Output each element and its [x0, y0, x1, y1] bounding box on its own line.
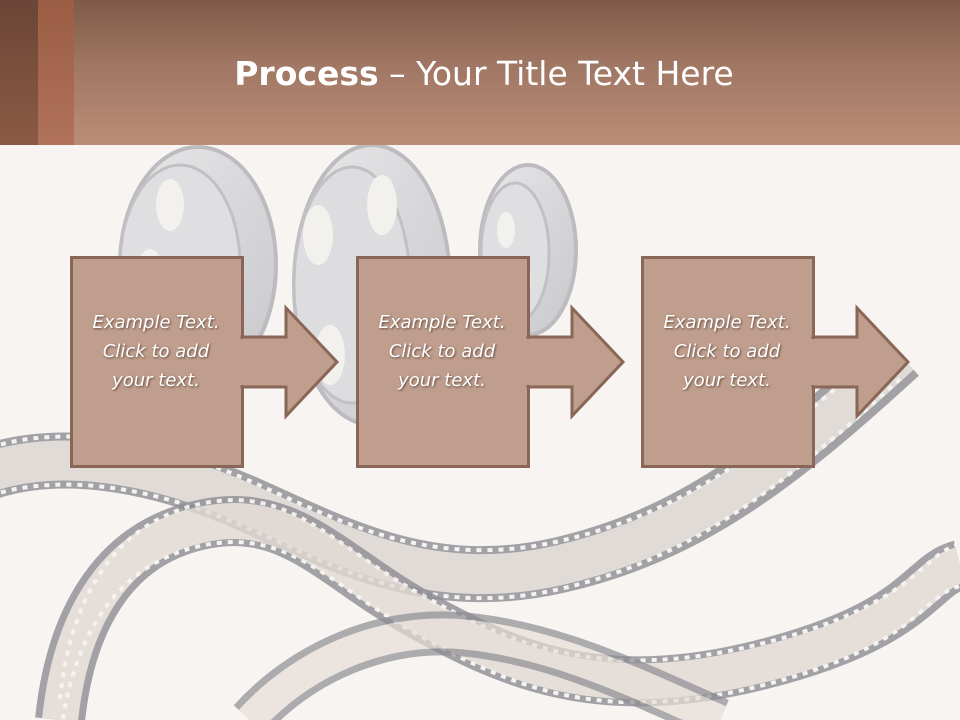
right-arrow-icon [811, 304, 911, 420]
slide-title[interactable]: Process – Your Title Text Here [74, 52, 894, 96]
film-strip-icon [35, 496, 960, 720]
step-text[interactable]: Example Text. Click to add your text. [92, 312, 220, 391]
step-shape [356, 256, 626, 468]
process-step-1[interactable]: Example Text. Click to add your text. [70, 256, 360, 468]
process-step-3[interactable]: Example Text. Click to add your text. [641, 256, 931, 468]
title-rest-text: – Your Title Text Here [378, 54, 734, 93]
step-shape [70, 256, 340, 468]
step-text[interactable]: Example Text. Click to add your text. [663, 312, 791, 391]
process-step-2[interactable]: Example Text. Click to add your text. [356, 256, 646, 468]
film-strip-icon [233, 611, 729, 720]
step-shape [641, 256, 911, 468]
right-arrow-icon [240, 304, 340, 420]
title-bar: Process – Your Title Text Here [0, 0, 960, 145]
header-accent-stripe [0, 0, 38, 145]
header-accent-stripe [38, 0, 74, 145]
title-bold-text: Process [234, 54, 379, 93]
right-arrow-icon [526, 304, 626, 420]
step-text[interactable]: Example Text. Click to add your text. [378, 312, 506, 391]
